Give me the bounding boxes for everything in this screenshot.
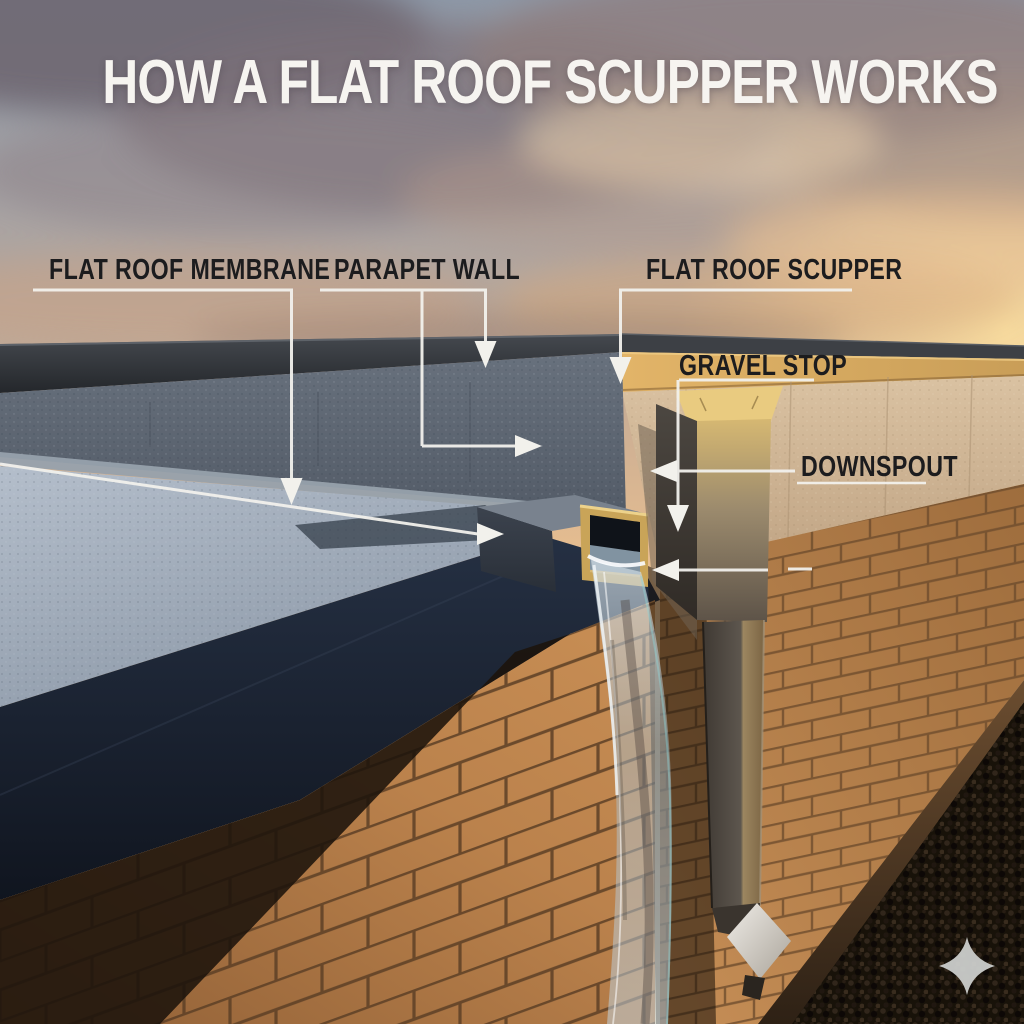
collector-back-plate — [676, 386, 783, 423]
downspout-elbow — [727, 903, 791, 979]
scupper-top-face — [477, 495, 647, 531]
water-highlight-2 — [603, 571, 623, 1024]
label-flat-roof-scupper: FLAT ROOF SCUPPER — [646, 254, 903, 286]
parapet-joints — [149, 382, 471, 482]
water-streak — [610, 639, 627, 921]
roof-edge-shadow-wedge — [0, 634, 570, 1024]
label-flat-roof-membrane: FLAT ROOF MEMBRANE — [49, 254, 331, 286]
coping-highlight — [621, 333, 1024, 347]
leader-arrowheads — [280, 341, 689, 581]
label-downspout: DOWNSPOUT — [801, 451, 958, 483]
plate-fold-marks — [699, 395, 759, 412]
duct-edge-shadow — [702, 621, 713, 909]
leader-lines — [0, 288, 926, 572]
parapet-coping-cap — [0, 334, 622, 393]
water-lip-foam — [587, 554, 646, 568]
collector-front-face — [697, 419, 771, 622]
membrane-diagonal-leader — [0, 462, 479, 536]
edge-crease — [0, 559, 541, 796]
arrow-right-parapet — [515, 435, 542, 457]
panel-joints — [787, 374, 973, 539]
membrane-leader — [33, 288, 293, 478]
clouds — [0, 0, 1024, 360]
arrow-left-outlet — [652, 559, 679, 581]
outlet-leader — [677, 567, 812, 572]
gravel-stop-fascia — [622, 352, 1024, 392]
scupper-leader — [619, 288, 852, 357]
arrow-right-membrane — [477, 523, 504, 545]
coping-cap-right — [622, 334, 1024, 359]
fascia-shadow-line — [621, 374, 1024, 391]
arrow-left-downspout — [650, 460, 677, 482]
arrow-down-parapet — [474, 341, 497, 368]
flat-roof-assembly — [0, 334, 716, 1024]
arrow-down-gravel-stop — [667, 505, 689, 532]
sparkle-icon — [939, 937, 995, 995]
falling-water-ribbon — [591, 560, 672, 1024]
water-dark-reflection — [620, 599, 654, 1024]
arrow-down-scupper — [609, 357, 632, 384]
scupper-front-face — [477, 507, 556, 592]
parapet-leader — [320, 288, 515, 448]
gravel-stop-leader — [676, 378, 814, 505]
arrow-down-membrane — [280, 478, 303, 505]
water-stream — [587, 554, 672, 1024]
frame-highlight — [579, 504, 649, 517]
coping-edge-highlight — [0, 334, 623, 346]
duct-edge-highlight — [759, 619, 765, 907]
water-teal-edge — [640, 575, 672, 1024]
roof-edge-band — [0, 536, 660, 900]
water-highlight-1 — [592, 564, 619, 796]
page-title: HOW A FLAT ROOF SCUPPER WORKS — [102, 48, 998, 117]
parapet-base-curb — [0, 452, 560, 513]
downspout-duct — [703, 620, 764, 908]
label-parapet-wall: PARAPET WALL — [334, 254, 521, 286]
elbow-outlet — [742, 975, 765, 1000]
label-gravel-stop: GRAVEL STOP — [679, 350, 848, 382]
fascia-highlight — [621, 352, 1024, 361]
wall-base-band — [758, 680, 1024, 1024]
